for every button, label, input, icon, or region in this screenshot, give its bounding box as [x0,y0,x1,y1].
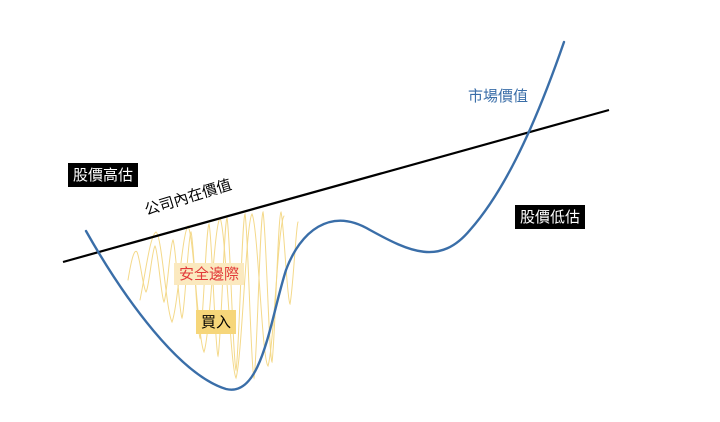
margin-of-safety-label: 安全邊際 [174,263,245,285]
market-value-label: 市場價值 [468,87,529,105]
intrinsic-value-line [62,108,610,264]
undervalued-tag: 股價低估 [515,205,586,229]
market-value-curve [84,40,566,391]
overvalued-tag: 股價高估 [68,163,139,187]
buy-label: 買入 [196,310,237,334]
